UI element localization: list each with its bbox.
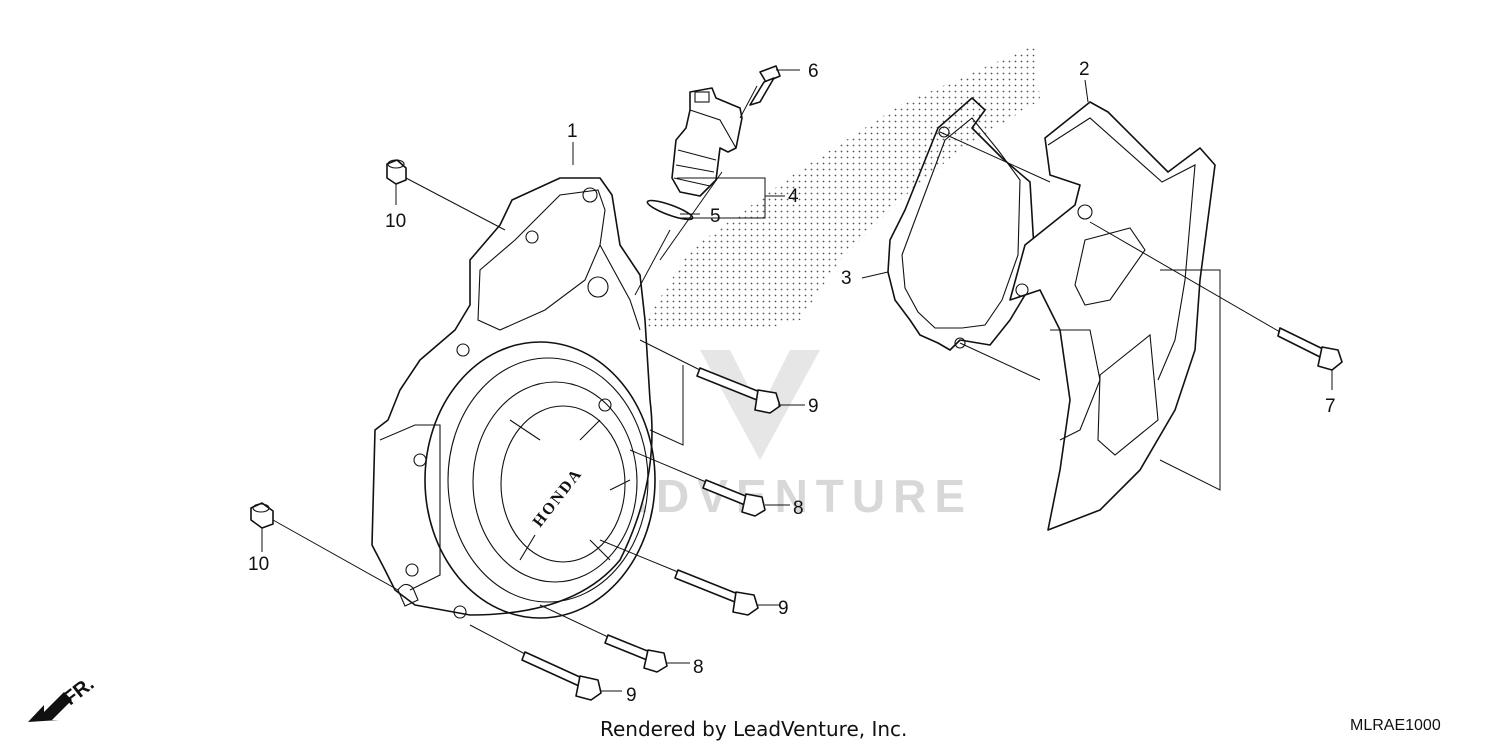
callout-5: 5 <box>710 206 721 227</box>
callout-10-upper: 10 <box>385 211 406 232</box>
callout-9-upper: 9 <box>808 396 819 417</box>
callout-6: 6 <box>808 61 819 82</box>
generator-cover[interactable]: HONDA <box>371 177 656 619</box>
o-ring[interactable] <box>646 197 695 223</box>
callout-10-lower: 10 <box>248 554 269 575</box>
callout-3: 3 <box>841 268 852 289</box>
callout-9-middle: 9 <box>778 598 789 619</box>
watermark-logo <box>700 350 820 460</box>
gasket[interactable] <box>887 97 1036 351</box>
callout-2: 2 <box>1079 59 1090 80</box>
callout-4: 4 <box>788 186 799 207</box>
bolt-part-9-lower[interactable] <box>521 651 602 701</box>
dotted-background-shading <box>640 45 1040 330</box>
bolt-part-8-upper[interactable] <box>702 479 766 517</box>
bolt-part-7[interactable] <box>1277 327 1343 371</box>
sprocket-cover[interactable] <box>1009 101 1216 531</box>
bolt-part-9-upper[interactable] <box>696 367 781 414</box>
leader-lines <box>261 69 1333 692</box>
sensor-assembly[interactable] <box>671 87 743 197</box>
diagram-code: MLRAE1000 <box>1350 717 1441 734</box>
callout-1: 1 <box>567 121 578 142</box>
bolt-part-9-middle[interactable] <box>674 569 759 616</box>
dowel-pin-lower[interactable] <box>250 502 274 529</box>
footer-credit: Rendered by LeadVenture, Inc. <box>600 717 908 741</box>
front-direction-arrow: FR. <box>28 673 98 722</box>
bolt-part-8-lower[interactable] <box>604 634 668 673</box>
callout-9-lower: 9 <box>626 685 637 706</box>
callout-8-lower: 8 <box>693 657 704 678</box>
callout-7: 7 <box>1325 396 1336 417</box>
dowel-pin-upper[interactable] <box>386 159 407 185</box>
callout-8-upper: 8 <box>793 498 804 519</box>
bolt-part-6[interactable] <box>749 65 781 106</box>
